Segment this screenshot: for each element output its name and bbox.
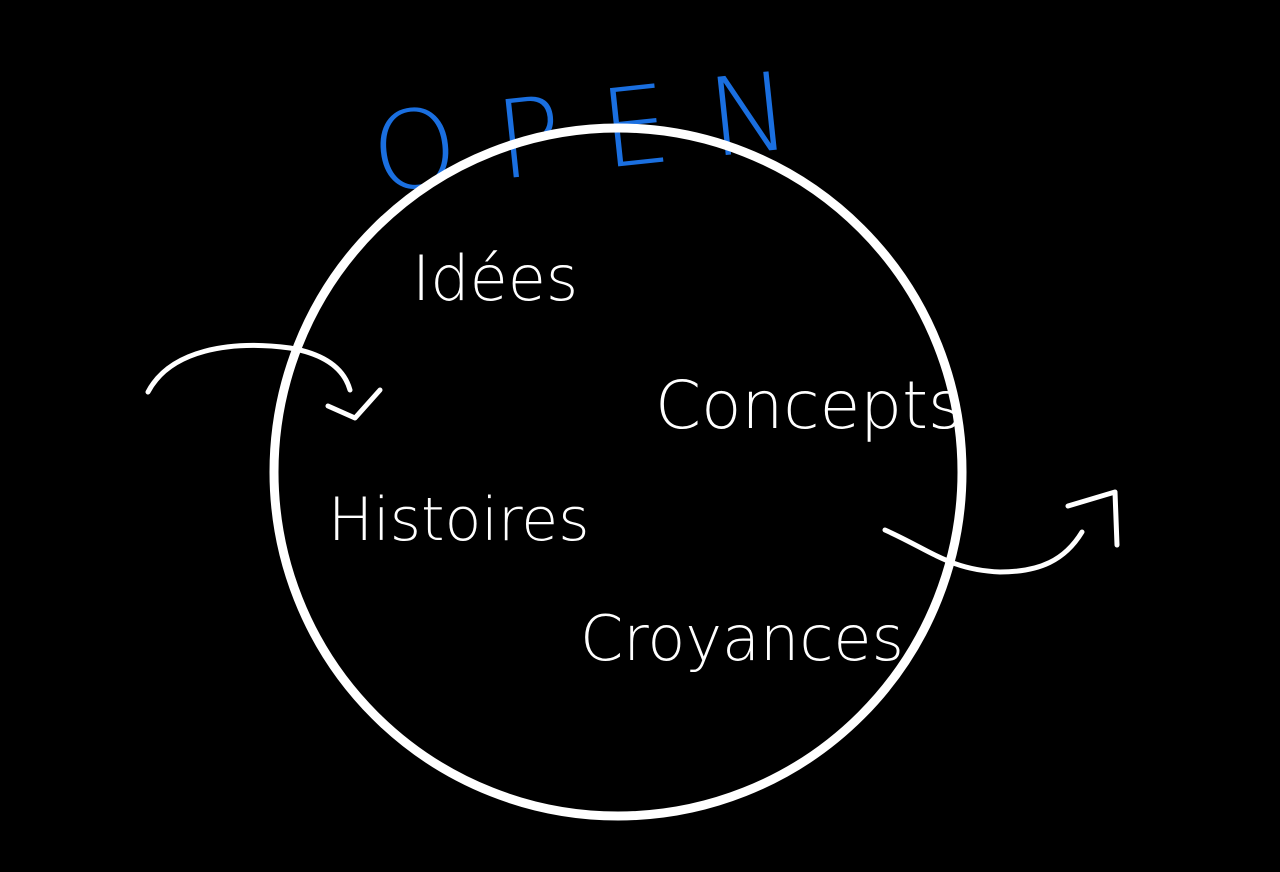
inbound-arrow: [145, 343, 353, 395]
label-concepts: Concepts: [655, 367, 962, 444]
boundary-circle: [269, 123, 967, 821]
outbound-arrow: [882, 527, 1085, 575]
label-ideas: Idées: [412, 242, 578, 315]
inbound-arrowhead: [325, 387, 383, 421]
label-beliefs: Croyances: [580, 602, 904, 675]
outbound-arrowhead: [1065, 489, 1120, 548]
label-stories: Histoires: [328, 485, 589, 555]
